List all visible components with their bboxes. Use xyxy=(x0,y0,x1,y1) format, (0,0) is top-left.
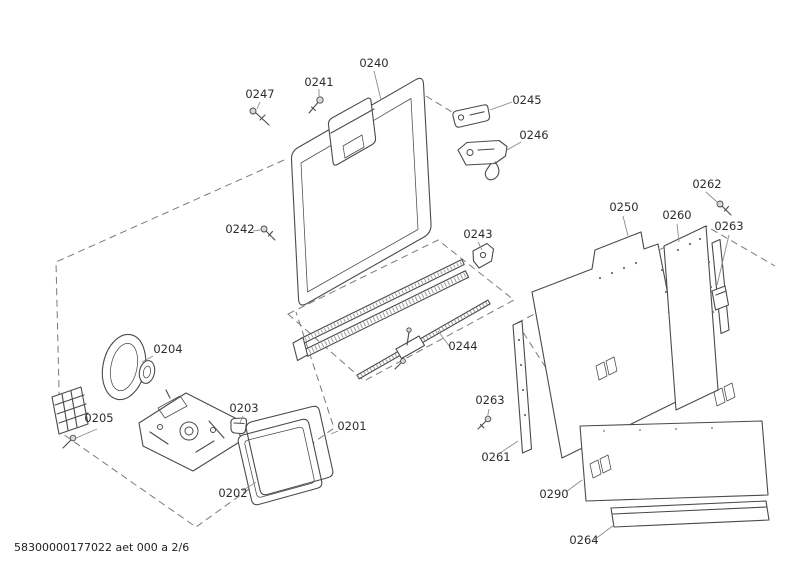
part-label-0201: 0201 xyxy=(337,419,366,433)
leader-lines xyxy=(75,70,730,541)
part-label-0241: 0241 xyxy=(304,75,333,89)
part-label-0204: 0204 xyxy=(153,342,182,356)
dispenser-mechanism xyxy=(138,389,242,472)
screw-0247 xyxy=(249,107,270,126)
door-outer-panel-0240 xyxy=(290,77,432,306)
screw-0205 xyxy=(62,434,77,449)
part-label-0247: 0247 xyxy=(245,87,274,101)
hinge-bracket-pair xyxy=(595,356,618,381)
screw-0263 xyxy=(477,415,492,430)
part-label-0262: 0262 xyxy=(692,177,721,191)
part-label-0202: 0202 xyxy=(218,486,247,500)
hinge-bracket-pair xyxy=(713,382,736,407)
part-label-0243: 0243 xyxy=(463,227,492,241)
door-catch-0245 xyxy=(452,104,491,128)
part-label-0240: 0240 xyxy=(359,56,388,70)
hinge-bracket-pair xyxy=(589,454,612,479)
part-label-0246: 0246 xyxy=(519,128,548,142)
seal-strips-0243 xyxy=(292,242,495,362)
part-label-0263-a: 0263 xyxy=(714,219,743,233)
trim-strip-0261 xyxy=(512,320,533,454)
clip-0203 xyxy=(230,417,248,435)
part-label-0244: 0244 xyxy=(448,339,477,353)
tension-rod-0244 xyxy=(356,299,491,380)
footer-document-code: 58300000177022 aet 000 a 2/6 xyxy=(14,541,189,554)
part-label-0263-b: 0263 xyxy=(475,393,504,407)
part-label-0203: 0203 xyxy=(229,401,258,415)
part-label-0242: 0242 xyxy=(225,222,254,236)
part-label-0264: 0264 xyxy=(569,533,598,547)
part-label-0260: 0260 xyxy=(662,208,691,222)
screw-0262 xyxy=(716,200,732,216)
trim-strip-right xyxy=(711,238,730,335)
clip-0263 xyxy=(711,285,730,311)
part-label-0261: 0261 xyxy=(481,450,510,464)
bottom-strip-0264 xyxy=(610,500,770,528)
door-lock-0246 xyxy=(457,139,508,181)
detergent-dispenser xyxy=(327,97,377,166)
part-label-0290: 0290 xyxy=(539,487,568,501)
handle-recess-0204 xyxy=(101,333,156,401)
part-label-0205: 0205 xyxy=(84,411,113,425)
part-label-0250: 0250 xyxy=(609,200,638,214)
base-panel-0290 xyxy=(579,420,769,502)
part-label-0245: 0245 xyxy=(512,93,541,107)
module-panel-0205 xyxy=(51,386,89,435)
side-panel-0260 xyxy=(663,225,736,411)
inner-door-glass-0202 xyxy=(237,418,323,506)
screw-0241 xyxy=(308,96,324,114)
strip-end-bracket-0243 xyxy=(472,242,495,269)
screw-0242 xyxy=(260,225,276,241)
part-labels: 0240 0241 0247 0245 0246 0242 0243 0244 … xyxy=(84,56,743,547)
